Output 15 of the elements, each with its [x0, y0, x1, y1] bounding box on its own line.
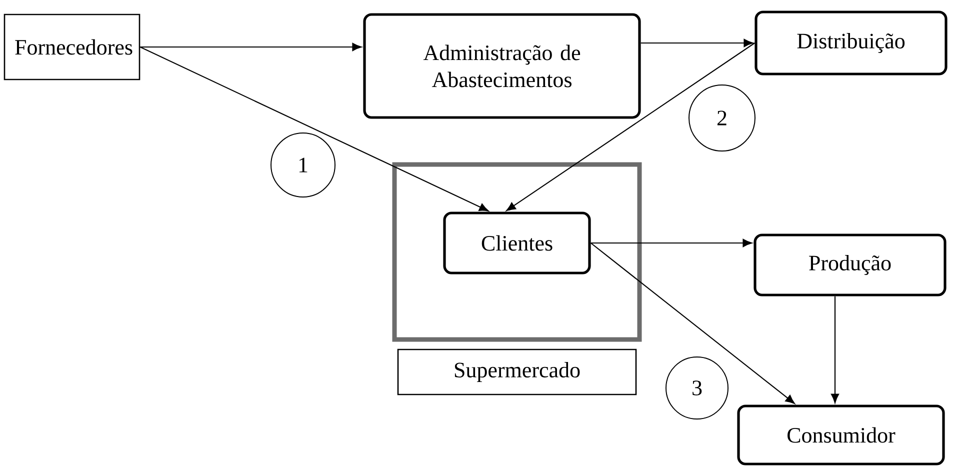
frame-box	[392, 162, 642, 342]
arrow	[140, 46, 489, 212]
arrow	[506, 42, 756, 212]
label-box: Supermercado	[397, 348, 637, 396]
arrow	[640, 38, 754, 48]
arrow	[830, 296, 840, 404]
process-box: Administração de Abastecimentos	[363, 13, 641, 119]
process-box: Clientes	[443, 212, 591, 274]
arrow	[140, 42, 362, 52]
label-box: Fornecedores	[4, 14, 140, 80]
process-box: Distribuição	[754, 10, 948, 76]
arrow	[590, 242, 795, 404]
process-box: Produção	[754, 234, 946, 296]
arrow	[590, 238, 752, 248]
process-box: Consumidor	[737, 404, 945, 466]
